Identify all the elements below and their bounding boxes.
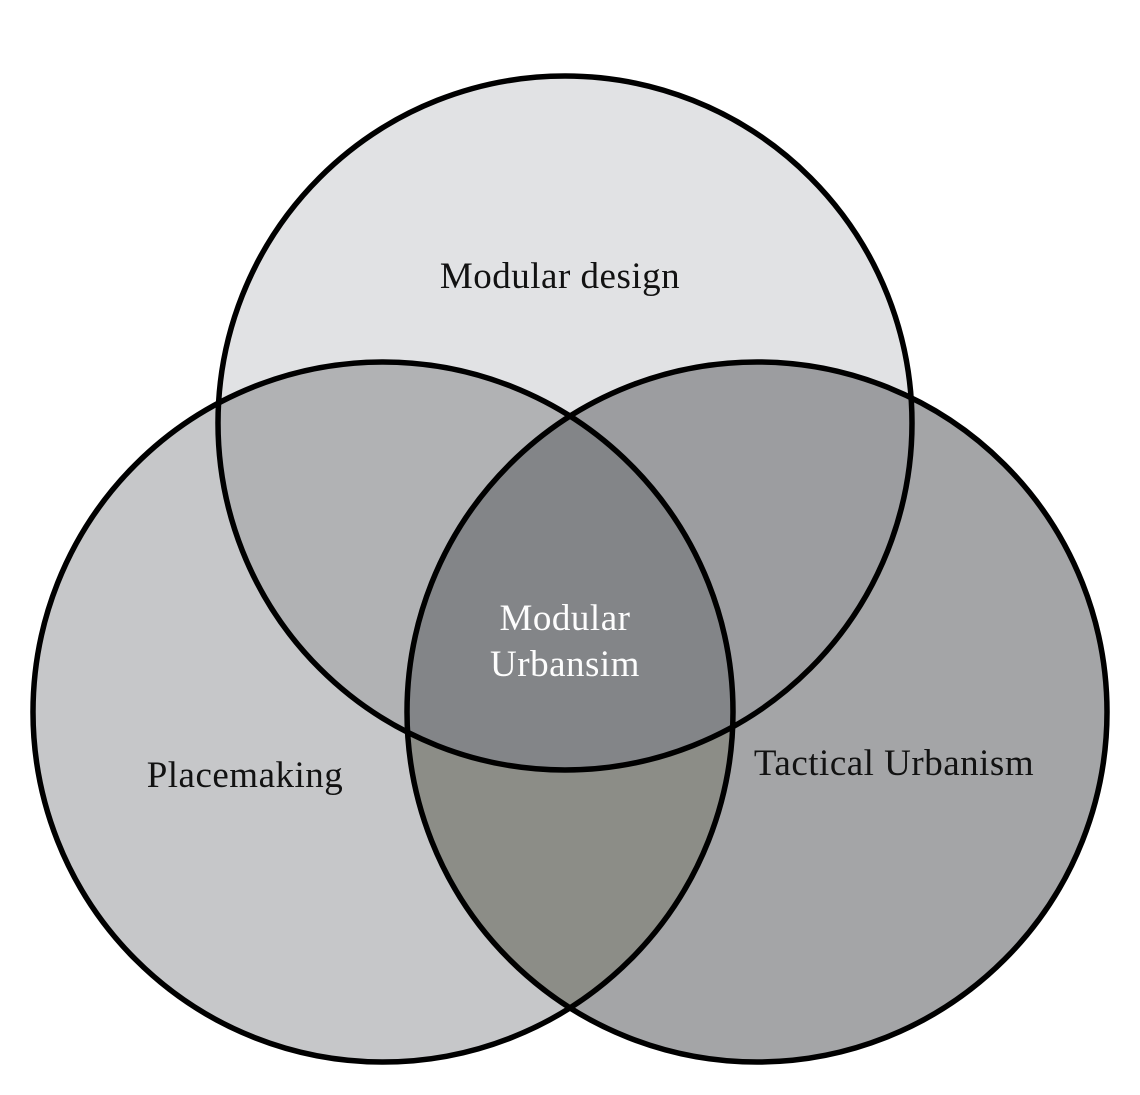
label-center-modular-urbansim-line2: Urbansim [490,644,640,685]
label-center-modular-urbansim-line1: Modular [500,598,631,639]
label-tactical-urbanism: Tactical Urbanism [754,743,1034,784]
outline-modular-design-circle [215,73,915,773]
outline-placemaking-circle [30,359,736,1065]
region-center-modular-urbansim [407,362,733,770]
label-placemaking: Placemaking [147,755,344,796]
outline-tactical-urbanism-circle [404,359,1110,1065]
label-modular-design: Modular design [440,256,680,297]
